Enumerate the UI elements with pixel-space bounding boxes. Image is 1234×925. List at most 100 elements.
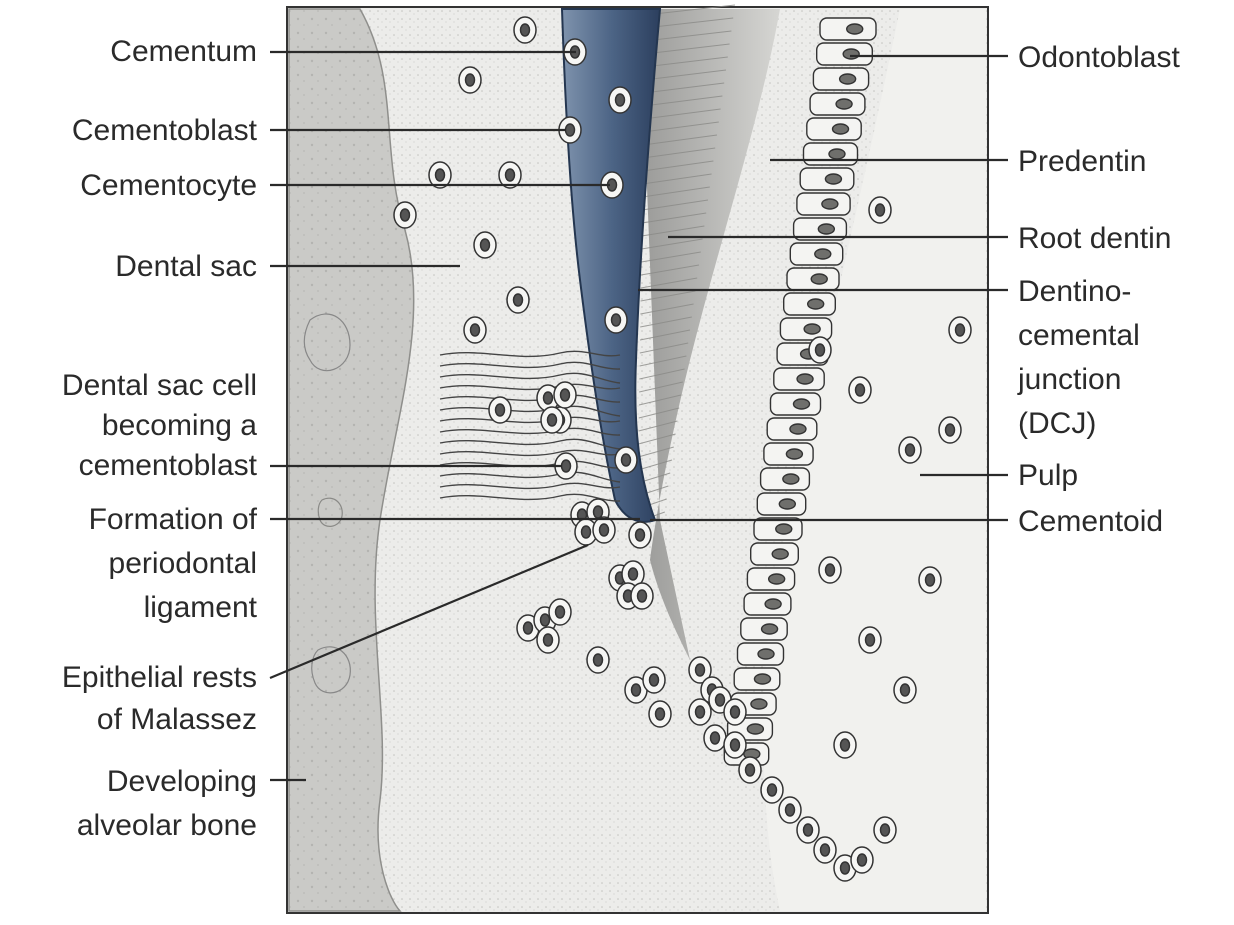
cell-nucleus bbox=[471, 324, 480, 336]
cell-nucleus bbox=[746, 764, 755, 776]
cell-nucleus bbox=[544, 634, 553, 646]
cell-nucleus bbox=[696, 706, 705, 718]
label-dcj-line4: (DCJ) bbox=[1018, 404, 1096, 444]
cell-nucleus bbox=[594, 506, 603, 518]
odontoblast-nucleus bbox=[836, 99, 852, 109]
odontoblast-nucleus bbox=[786, 449, 802, 459]
cell-nucleus bbox=[496, 404, 505, 416]
odontoblast-nucleus bbox=[847, 24, 863, 34]
cell-nucleus bbox=[956, 324, 965, 336]
odontoblast-nucleus bbox=[747, 724, 763, 734]
label-formation-pdl-line3: ligament bbox=[144, 588, 257, 628]
odontoblast-nucleus bbox=[769, 574, 785, 584]
odontoblast-nucleus bbox=[790, 424, 806, 434]
cell-nucleus bbox=[804, 824, 813, 836]
cell-nucleus bbox=[541, 614, 550, 626]
cell-nucleus bbox=[638, 590, 647, 602]
cell-nucleus bbox=[946, 424, 955, 436]
odontoblast-nucleus bbox=[825, 174, 841, 184]
odontoblast-nucleus bbox=[758, 649, 774, 659]
label-developing-bone-line2: alveolar bone bbox=[77, 806, 257, 846]
cell-nucleus bbox=[926, 574, 935, 586]
label-formation-pdl-line1: Formation of bbox=[89, 500, 257, 540]
odontoblast-nucleus bbox=[797, 374, 813, 384]
odontoblast-nucleus bbox=[772, 549, 788, 559]
cell-nucleus bbox=[436, 169, 445, 181]
cell-nucleus bbox=[731, 739, 740, 751]
cell-nucleus bbox=[876, 204, 885, 216]
odontoblast-nucleus bbox=[840, 74, 856, 84]
cell-nucleus bbox=[716, 694, 725, 706]
label-cementoid: Cementoid bbox=[1018, 502, 1163, 542]
cell-nucleus bbox=[561, 389, 570, 401]
cell-nucleus bbox=[506, 169, 515, 181]
cell-nucleus bbox=[786, 804, 795, 816]
cell-nucleus bbox=[556, 606, 565, 618]
label-dental-sac-cell-line2: becoming a bbox=[102, 406, 257, 446]
odontoblast-nucleus bbox=[754, 674, 770, 684]
odontoblast-nucleus bbox=[822, 199, 838, 209]
cell-nucleus bbox=[841, 739, 850, 751]
cell-nucleus bbox=[524, 622, 533, 634]
cell-nucleus bbox=[816, 344, 825, 356]
odontoblast-nucleus bbox=[815, 249, 831, 259]
cell-nucleus bbox=[622, 454, 631, 466]
odontoblast-nucleus bbox=[833, 124, 849, 134]
cell-nucleus bbox=[636, 529, 645, 541]
label-cementoblast: Cementoblast bbox=[72, 111, 257, 151]
odontoblast-nucleus bbox=[762, 624, 778, 634]
cell-nucleus bbox=[401, 209, 410, 221]
label-dental-sac: Dental sac bbox=[115, 247, 257, 287]
odontoblast-nucleus bbox=[794, 399, 810, 409]
label-predentin: Predentin bbox=[1018, 142, 1146, 182]
label-dcj-line2: cemental bbox=[1018, 316, 1140, 356]
odontoblast-nucleus bbox=[779, 499, 795, 509]
cell-nucleus bbox=[906, 444, 915, 456]
label-cementum: Cementum bbox=[110, 32, 257, 72]
odontoblast-nucleus bbox=[783, 474, 799, 484]
odontoblast-nucleus bbox=[765, 599, 781, 609]
odontoblast-nucleus bbox=[829, 149, 845, 159]
cell-nucleus bbox=[841, 862, 850, 874]
label-dcj-line3: junction bbox=[1018, 360, 1121, 400]
cell-nucleus bbox=[466, 74, 475, 86]
cell-nucleus bbox=[711, 732, 720, 744]
label-developing-bone-line1: Developing bbox=[107, 762, 257, 802]
label-dental-sac-cell-line1: Dental sac cell bbox=[62, 366, 257, 406]
cell-nucleus bbox=[826, 564, 835, 576]
cell-nucleus bbox=[858, 854, 867, 866]
odontoblast-nucleus bbox=[843, 49, 859, 59]
label-formation-pdl-line2: periodontal bbox=[109, 544, 257, 584]
cell-nucleus bbox=[650, 674, 659, 686]
cell-nucleus bbox=[566, 124, 575, 136]
cell-nucleus bbox=[548, 414, 557, 426]
label-pulp: Pulp bbox=[1018, 456, 1078, 496]
cell-nucleus bbox=[481, 239, 490, 251]
cell-nucleus bbox=[594, 654, 603, 666]
cell-nucleus bbox=[881, 824, 890, 836]
odontoblast-nucleus bbox=[751, 699, 767, 709]
odontoblast-nucleus bbox=[808, 299, 824, 309]
label-dcj-line1: Dentino- bbox=[1018, 272, 1131, 312]
cell-nucleus bbox=[521, 24, 530, 36]
cell-nucleus bbox=[696, 664, 705, 676]
cell-nucleus bbox=[731, 706, 740, 718]
cell-nucleus bbox=[582, 526, 591, 538]
cell-nucleus bbox=[632, 684, 641, 696]
cell-nucleus bbox=[600, 524, 609, 536]
odontoblast-nucleus bbox=[776, 524, 792, 534]
cell-nucleus bbox=[544, 392, 553, 404]
cell-nucleus bbox=[856, 384, 865, 396]
cell-nucleus bbox=[656, 708, 665, 720]
label-root-dentin: Root dentin bbox=[1018, 219, 1171, 259]
cell-nucleus bbox=[629, 568, 638, 580]
label-cementocyte: Cementocyte bbox=[80, 166, 257, 206]
cell-nucleus bbox=[514, 294, 523, 306]
cell-nucleus bbox=[616, 94, 625, 106]
label-epithelial-rests-line2: of Malassez bbox=[97, 700, 257, 740]
cell-nucleus bbox=[821, 844, 830, 856]
cell-nucleus bbox=[901, 684, 910, 696]
odontoblast-nucleus bbox=[811, 274, 827, 284]
odontoblast-nucleus bbox=[818, 224, 834, 234]
